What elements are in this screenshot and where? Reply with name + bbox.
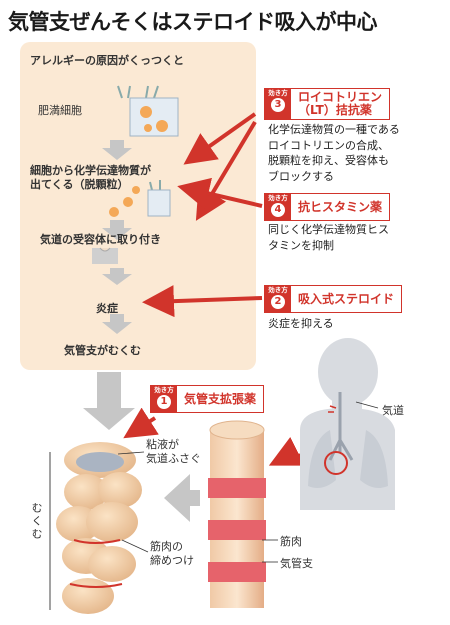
treatment-name-2: （LT）拮抗薬 [298, 103, 372, 117]
page-title: 気管支ぜんそくはステロイド吸入が中心 [8, 9, 378, 34]
receptor-label: 気道の受容体に取り付き [40, 233, 161, 246]
release-label-2: 出てくる（脱顆粒） [30, 178, 129, 191]
mechanism-panel [20, 42, 256, 370]
muscle-label: 筋肉 [280, 535, 302, 548]
swollen-airway-icon [56, 442, 142, 614]
treatment-desc-antihistamine: 同じく化学伝達物質ヒスタミンを抑制 [268, 223, 389, 252]
treatment-name: 吸入式ステロイド [298, 291, 395, 306]
trachea-label: 気道 [382, 404, 404, 417]
flow-header: アレルギーの原因がくっつくと [30, 54, 184, 67]
treatment-desc-lt: 化学伝達物質の一種であるロイコトリエンの合成、 脱顆粒を抑え、受容体もブロックす… [268, 123, 400, 183]
lung-icon [308, 430, 388, 488]
bronchus-label: 気管支 [280, 557, 313, 570]
degranulating-cell-icon [109, 180, 171, 217]
tightening-label: 筋肉の締めつけ [150, 540, 194, 567]
inflammation-label: 炎症 [96, 302, 118, 315]
treatment-name: 抗ヒスタミン薬 [298, 199, 383, 214]
mucus-label: 粘液が気道ふさぐ [146, 438, 201, 465]
release-label-1: 細胞から化学伝達物質が [30, 164, 151, 177]
receptor-icon [92, 248, 118, 264]
treatment-name: ロイコトリエン [298, 90, 383, 104]
flow-arrows [83, 140, 200, 522]
mast-cell-icon [117, 85, 179, 137]
treatment-name: 気管支拡張薬 [184, 391, 257, 406]
bronchus-tube-icon [208, 420, 266, 608]
swelling-label: むくむ [30, 502, 43, 541]
mast-cell-label: 肥満細胞 [38, 104, 82, 117]
bronchus-highlight [324, 451, 348, 475]
treatment-desc-steroid: 炎症を抑える [268, 317, 334, 330]
constriction-label: 気管支がむくむ [64, 344, 141, 357]
